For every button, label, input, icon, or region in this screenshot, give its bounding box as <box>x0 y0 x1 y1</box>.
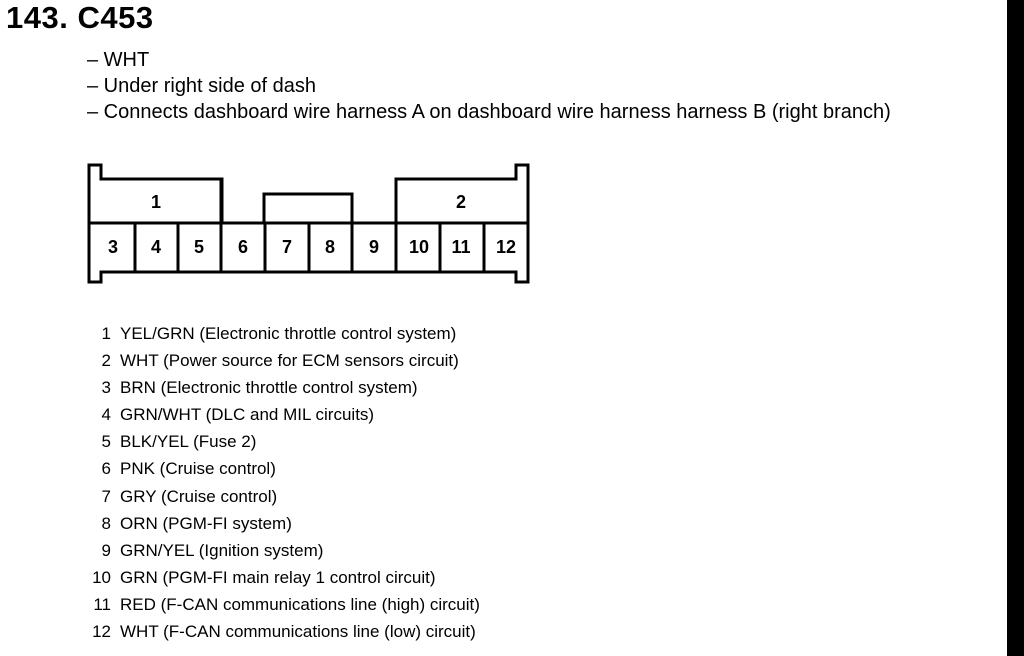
connector-diagram: 1 2 3 4 5 6 7 8 9 10 11 12 <box>87 163 530 284</box>
pin-description: GRN/YEL (Ignition system) <box>120 540 324 560</box>
pin-item: 11 RED (F-CAN communications line (high) … <box>85 593 480 620</box>
pin-item: 1 YEL/GRN (Electronic throttle control sy… <box>85 322 480 349</box>
pin-item: 9 GRN/YEL (Ignition system) <box>85 539 480 566</box>
pin-label-7: 7 <box>282 237 292 257</box>
page-title: 143. C453 <box>6 0 154 35</box>
page-edge-bar <box>1007 0 1024 656</box>
pin-number: 3 <box>101 378 111 398</box>
pin-item: 6 PNK (Cruise control) <box>85 457 480 484</box>
pin-label-9: 9 <box>369 237 379 257</box>
pin-description: WHT (F-CAN communications line (low) cir… <box>120 622 476 642</box>
cavity-label-1: 1 <box>151 192 161 212</box>
pin-number: 12 <box>92 622 111 642</box>
pin-label-12: 12 <box>496 237 516 257</box>
pin-number: 5 <box>101 432 111 452</box>
pin-item: 10 GRN (PGM-FI main relay 1 control circu… <box>85 566 480 593</box>
pin-description: GRN (PGM-FI main relay 1 control circuit… <box>120 567 436 587</box>
pin-description: GRY (Cruise control) <box>120 486 278 506</box>
cavity-label-2: 2 <box>456 192 466 212</box>
pin-description: BRN (Electronic throttle control system) <box>120 378 418 398</box>
pin-label-3: 3 <box>108 237 118 257</box>
pin-item: 5 BLK/YEL (Fuse 2) <box>85 430 480 457</box>
pin-label-4: 4 <box>151 237 161 257</box>
pin-description: WHT (Power source for ECM sensors circui… <box>120 351 459 371</box>
pin-item: 4 GRN/WHT (DLC and MIL circuits) <box>85 403 480 430</box>
pin-number: 11 <box>93 594 111 614</box>
pin-label-5: 5 <box>194 237 204 257</box>
connector-color: – WHT <box>87 49 150 71</box>
pin-number: 2 <box>101 351 111 371</box>
pin-item: 2 WHT (Power source for ECM sensors circu… <box>85 349 480 376</box>
pin-number: 7 <box>101 486 111 506</box>
pin-number: 6 <box>101 459 111 479</box>
pin-description: GRN/WHT (DLC and MIL circuits) <box>120 405 375 425</box>
pin-description: ORN (PGM-FI system) <box>120 513 292 533</box>
pin-label-8: 8 <box>325 237 335 257</box>
connector-location: – Under right side of dash <box>87 75 317 97</box>
pin-item: 12 WHT (F-CAN communications line (low) c… <box>85 620 480 647</box>
pin-number: 9 <box>101 540 111 560</box>
pin-label-6: 6 <box>238 237 248 257</box>
pin-description: PNK (Cruise control) <box>120 459 276 479</box>
pin-number: 10 <box>92 567 111 587</box>
connector-connects: – Connects dashboard wire harness A on d… <box>87 101 891 123</box>
pin-item: 7 GRY (Cruise control) <box>85 485 480 512</box>
pin-item: 3 BRN (Electronic throttle control system… <box>85 376 480 403</box>
pin-description: YEL/GRN (Electronic throttle control sys… <box>120 324 457 343</box>
pin-description: BLK/YEL (Fuse 2) <box>120 432 257 452</box>
pin-item: 8 ORN (PGM-FI system) <box>85 512 480 539</box>
pin-number: 4 <box>101 405 111 425</box>
pin-description: RED (F-CAN communications line (high) ci… <box>120 594 480 614</box>
pin-list: 1 YEL/GRN (Electronic throttle control sy… <box>85 322 480 647</box>
pin-label-11: 11 <box>451 237 470 257</box>
pin-label-10: 10 <box>409 237 429 257</box>
pin-number: 1 <box>101 324 111 343</box>
pin-number: 8 <box>101 513 111 533</box>
